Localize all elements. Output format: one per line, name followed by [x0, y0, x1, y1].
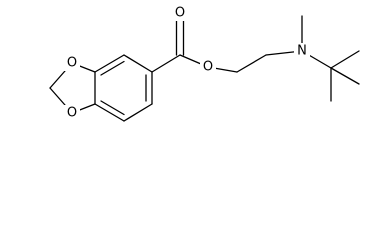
atom-ester-oxygen: O	[200, 59, 216, 75]
bond	[123, 103, 153, 122]
atom-label-o: O	[67, 106, 77, 121]
ester-group	[151, 15, 209, 73]
ethyl-linker	[207, 50, 303, 73]
atom-label-o: O	[175, 6, 185, 21]
tert-butyl-bond	[330, 50, 360, 69]
double-bond-inner	[100, 100, 125, 116]
atom-dioxole-oxygen-top: O	[64, 55, 80, 71]
bond	[236, 54, 267, 73]
atom-carbonyl-oxygen: O	[172, 5, 188, 21]
bond	[123, 54, 153, 73]
amine-substituents	[301, 15, 360, 102]
bond	[94, 103, 125, 122]
tert-butyl-bond	[330, 67, 360, 85]
bond	[94, 54, 125, 73]
atom-label-o: O	[203, 60, 213, 75]
atom-label-o: O	[67, 56, 77, 71]
atom-amine-nitrogen: N	[294, 43, 310, 59]
atom-dioxole-oxygen-bottom: O	[64, 105, 80, 121]
benzene-ring	[94, 54, 153, 122]
double-bond-inner	[100, 60, 125, 76]
molecule-structure: O O N O O	[49, 5, 360, 122]
atom-label-n: N	[297, 44, 307, 59]
bond	[151, 54, 181, 73]
